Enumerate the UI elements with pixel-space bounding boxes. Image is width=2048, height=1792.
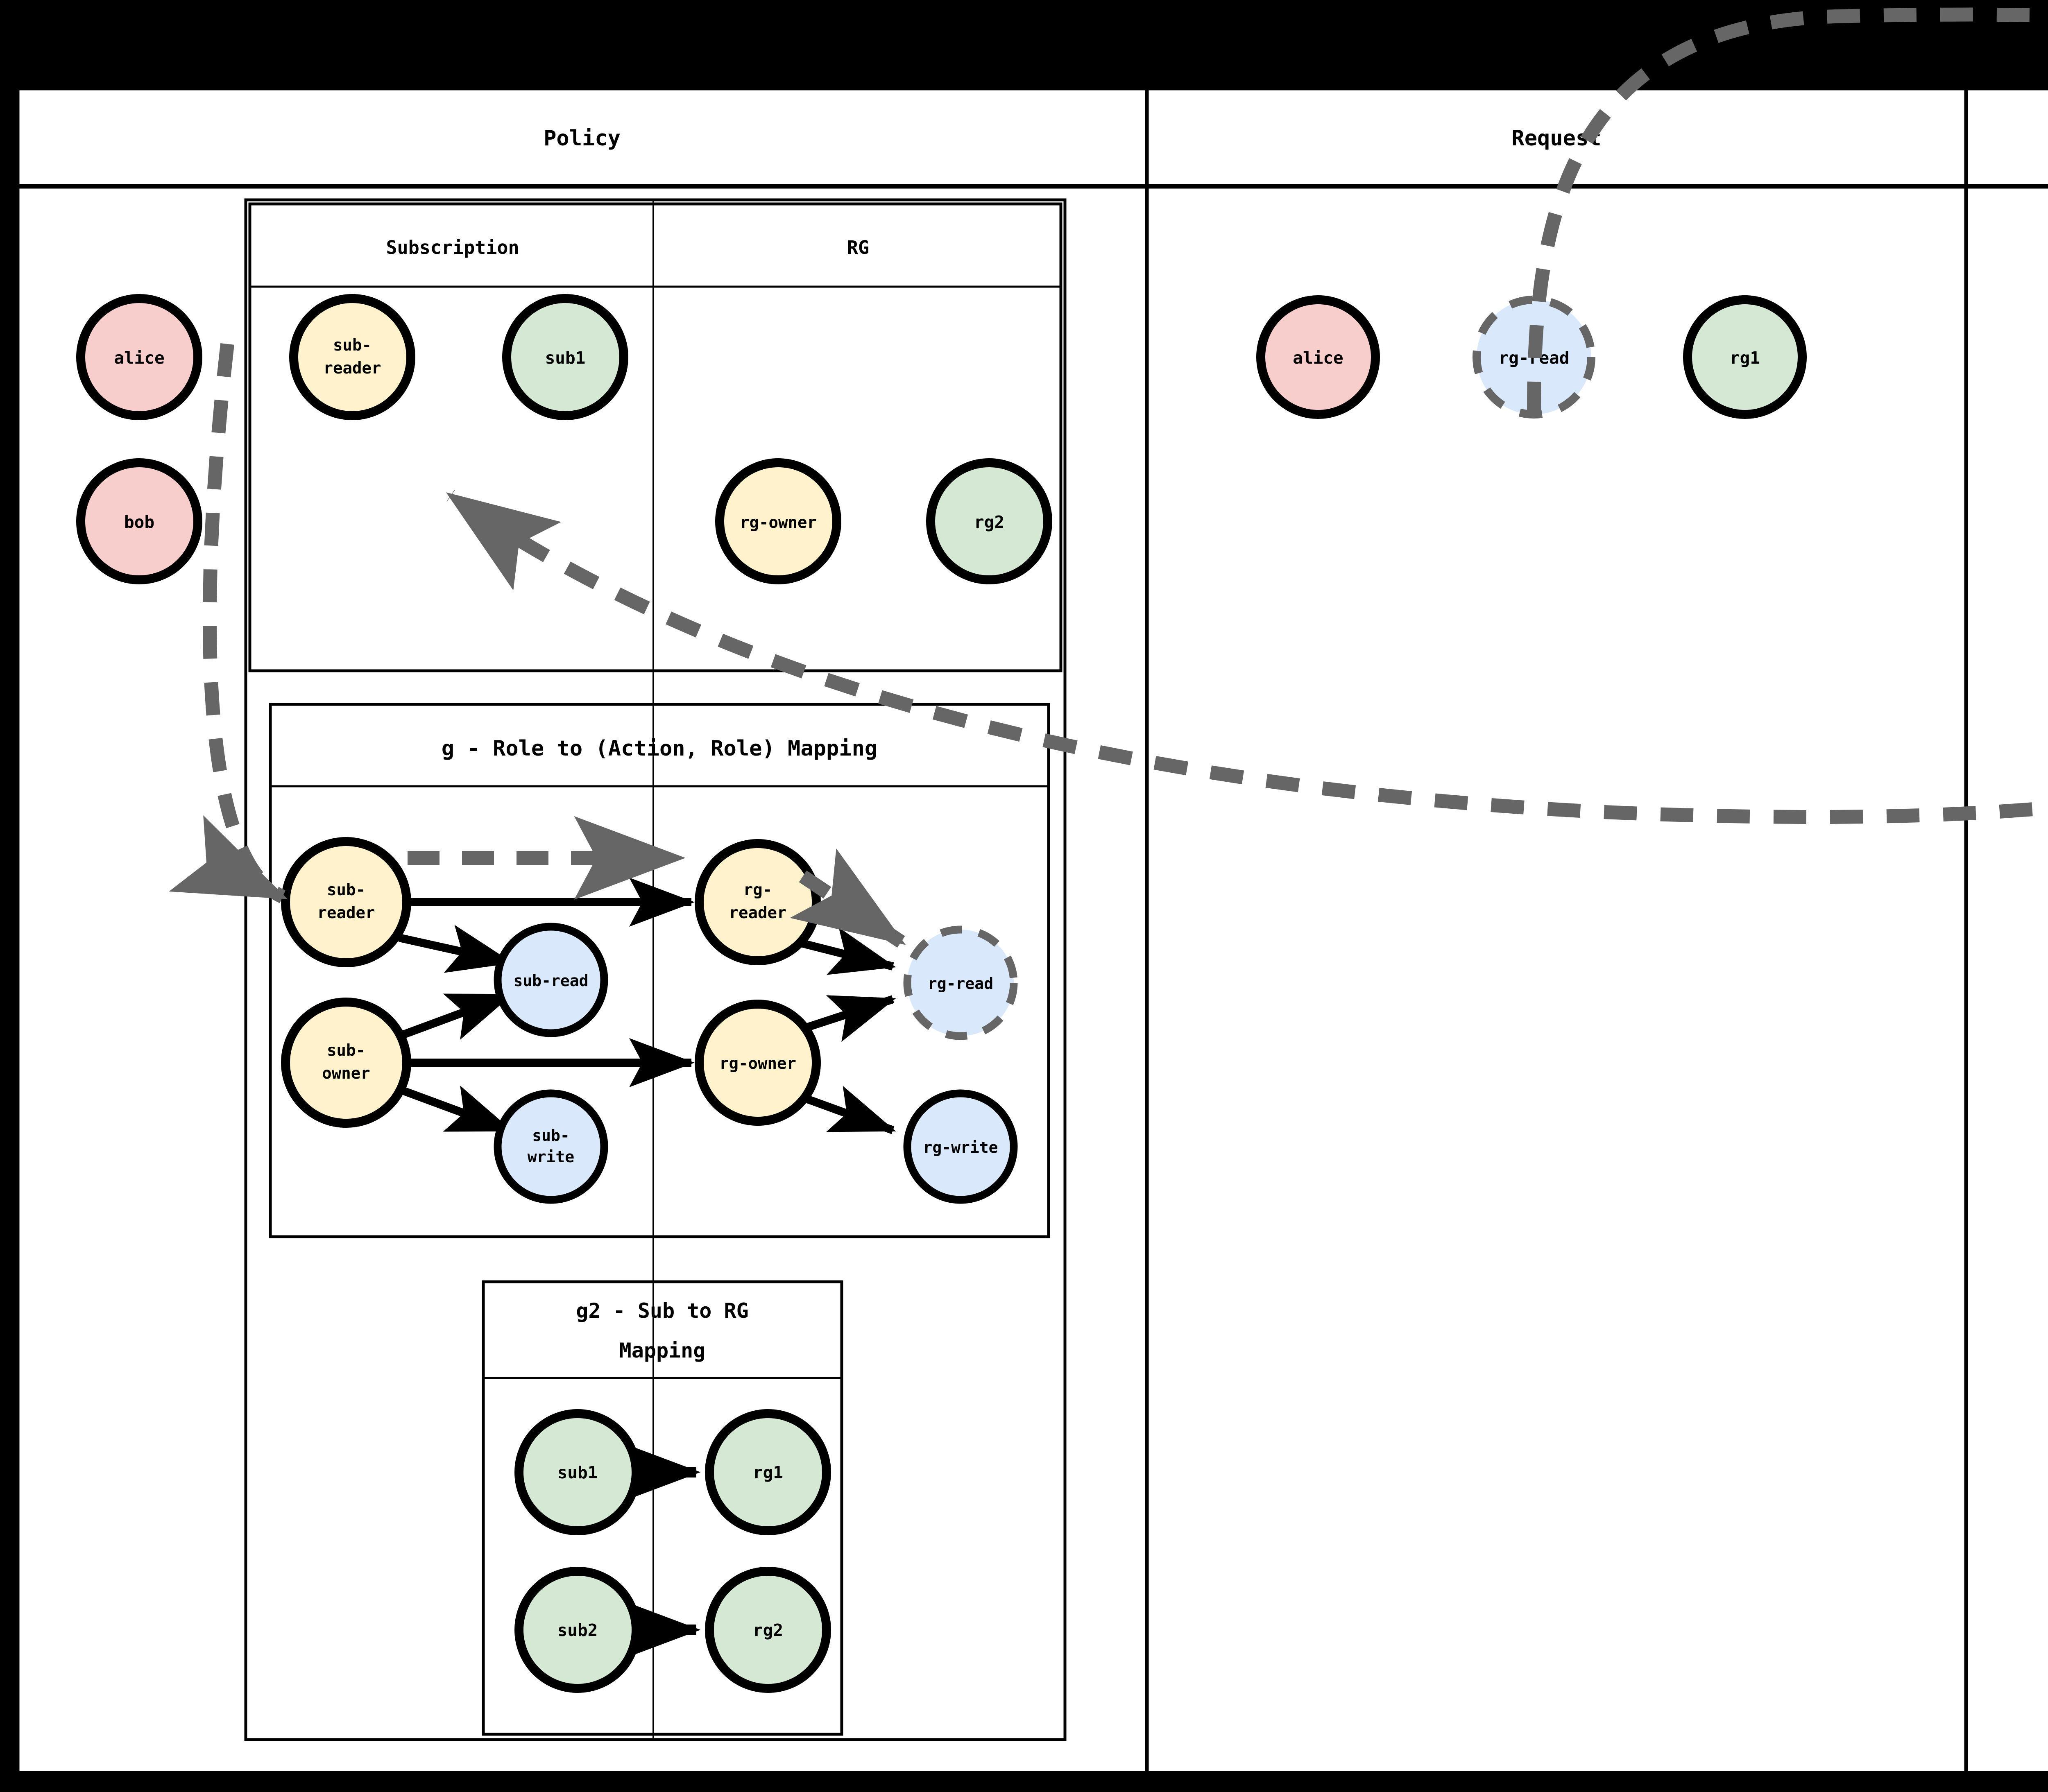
- g-node-rg-reader-line2: reader: [729, 904, 787, 922]
- request-node-rg1[interactable]: rg1: [1683, 295, 1807, 419]
- g-node-sub-owner-line1: sub-: [327, 1041, 365, 1060]
- flow-request-to-matching: [1527, 7, 2048, 415]
- g-node-sub-write-line1: sub-: [532, 1127, 570, 1145]
- g2-node-rg1-label: rg1: [753, 1463, 783, 1482]
- g-node-sub-reader[interactable]: sub- reader: [281, 837, 411, 967]
- policy-node-sub-reader[interactable]: sub- reader: [289, 294, 415, 420]
- column-header-policy: Policy: [544, 126, 621, 151]
- g2-node-rg2[interactable]: rg2: [705, 1567, 831, 1693]
- g2-node-sub2-label: sub2: [557, 1620, 598, 1640]
- request-node-alice[interactable]: alice: [1256, 295, 1380, 419]
- policy-node-sub1[interactable]: sub1: [502, 294, 628, 420]
- policy-node-bob-label: bob: [124, 512, 154, 532]
- flow-policy-left-to-g-sub-reader: [169, 343, 288, 903]
- policy-node-sub1-label: sub1: [545, 348, 586, 368]
- policy-node-alice-label: alice: [114, 348, 164, 368]
- flow-arrows: [169, 7, 2048, 948]
- g2-node-sub2[interactable]: sub2: [514, 1567, 641, 1693]
- table-header-rg: RG: [847, 237, 869, 258]
- g-node-rg-reader[interactable]: rg- reader: [695, 839, 821, 965]
- g-node-rg-owner[interactable]: rg-owner: [695, 1000, 821, 1126]
- g-node-rg-write[interactable]: rg-write: [903, 1089, 1018, 1204]
- policy-container-box: [244, 198, 1067, 1741]
- request-node-alice-label: alice: [1293, 348, 1343, 368]
- g2-edges: [615, 1440, 701, 1662]
- g2-node-rg2-label: rg2: [753, 1620, 783, 1640]
- table-header-subscription: Subscription: [386, 237, 519, 258]
- g-mapping-box: [269, 703, 1050, 1238]
- policy-node-bob[interactable]: bob: [76, 458, 202, 584]
- g-node-rg-read-line1: rg-read: [928, 975, 993, 993]
- g-node-rg-read[interactable]: rg-read: [903, 925, 1018, 1040]
- g-node-sub-read-line1: sub-read: [513, 972, 588, 990]
- g-node-sub-owner-line2: owner: [322, 1064, 370, 1083]
- g-mapping-title: g - Role to (Action, Role) Mapping: [442, 736, 877, 761]
- g-node-sub-write-line2: write: [528, 1148, 574, 1166]
- g2-node-sub1[interactable]: sub1: [514, 1409, 641, 1535]
- policy-node-rg2-label: rg2: [974, 512, 1004, 532]
- g2-mapping-title-line2: Mapping: [619, 1339, 706, 1362]
- policy-node-rg2[interactable]: rg2: [926, 458, 1052, 584]
- policy-node-sub-reader-label-line2: reader: [324, 359, 381, 378]
- g-node-sub-reader-line1: sub-: [327, 881, 365, 899]
- g-node-rg-reader-line1: rg-: [743, 881, 772, 899]
- g2-mapping-box: [482, 1280, 843, 1736]
- policy-node-rg-owner[interactable]: rg-owner: [715, 458, 841, 584]
- g-node-rg-owner-line1: rg-owner: [719, 1054, 796, 1073]
- g2-mapping-title-line1: g2 - Sub to RG: [576, 1299, 748, 1323]
- request-node-rg1-label: rg1: [1730, 348, 1760, 368]
- g-node-rg-write-line1: rg-write: [923, 1138, 998, 1156]
- policy-table-box: [248, 202, 1063, 672]
- g2-node-rg1[interactable]: rg1: [705, 1409, 831, 1535]
- policy-node-alice[interactable]: alice: [76, 294, 202, 420]
- g2-node-sub1-label: sub1: [557, 1463, 598, 1482]
- flow-g-rg-reader-to-rg-read: [790, 848, 906, 948]
- g-mapping-edges: [398, 878, 896, 1134]
- policy-node-sub-reader-label-line1: sub-: [333, 336, 372, 355]
- policy-node-rg-owner-label: rg-owner: [740, 514, 817, 532]
- g-node-sub-write[interactable]: sub- write: [494, 1089, 608, 1204]
- g-node-sub-reader-line2: reader: [317, 904, 375, 922]
- g-node-sub-owner[interactable]: sub- owner: [281, 998, 411, 1128]
- g-node-sub-read[interactable]: sub-read: [494, 923, 608, 1037]
